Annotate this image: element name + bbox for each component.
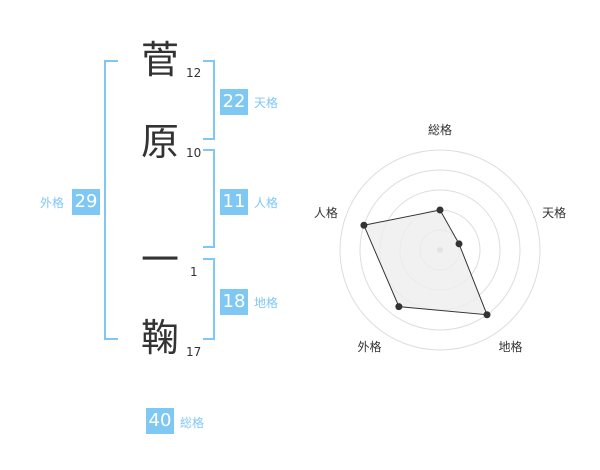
name-char-2: 原 [140, 120, 179, 164]
chikaku-value-badge: 18 [220, 289, 248, 315]
radar-ring-5 [339, 149, 541, 351]
stroke-count-3: 1 [190, 265, 198, 279]
stroke-count-1: 12 [186, 66, 202, 80]
chikaku-bracket [203, 258, 215, 340]
radar-point-0 [436, 206, 444, 214]
radar-axis-label-0: 総格 [428, 122, 452, 137]
name-char-3: 一 [140, 238, 179, 282]
radar-polygon [363, 209, 488, 316]
tenkaku-value-badge: 22 [220, 89, 248, 115]
soukaku-label: 総格 [180, 416, 205, 430]
name-char-1: 菅 [140, 38, 179, 82]
stroke-count-4: 17 [186, 345, 202, 359]
gaikaku-bracket [104, 60, 118, 340]
radar-axis-label-3: 外格 [357, 339, 381, 354]
gaikaku-value-badge: 29 [72, 189, 100, 215]
jinkaku-bracket [203, 149, 215, 248]
tenkaku-label: 天格 [254, 96, 279, 110]
name-char-4: 鞠 [140, 316, 179, 360]
gaikaku-label: 外格 [40, 196, 65, 210]
soukaku-value-badge: 40 [146, 408, 174, 434]
tenkaku-bracket [203, 60, 215, 140]
radar-point-2 [483, 311, 491, 319]
radar-point-4 [360, 221, 368, 229]
stroke-count-2: 10 [186, 146, 202, 160]
radar-axis-label-1: 天格 [542, 205, 566, 220]
radar-ring-4 [359, 169, 521, 331]
radar-point-3 [395, 303, 403, 311]
jinkaku-value-badge: 11 [220, 189, 248, 215]
radar-axis-label-2: 地格 [498, 339, 522, 354]
radar-axis-label-4: 人格 [314, 205, 338, 220]
jinkaku-label: 人格 [254, 196, 279, 210]
chikaku-label: 地格 [254, 296, 279, 310]
radar-point-1 [455, 240, 463, 248]
